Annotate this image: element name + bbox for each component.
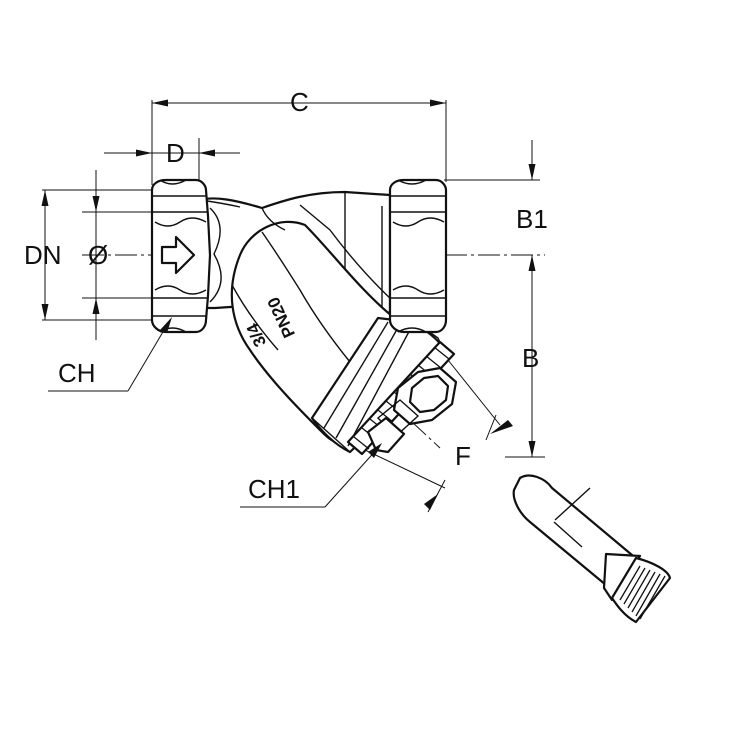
dimension-ch: CH [48,317,172,392]
outlet-hex-nut [388,178,448,334]
dimension-b1-b: B1 B [444,140,548,458]
drain-plug-hex [366,366,458,454]
flow-arrow-icon [160,235,196,275]
label-b: B [522,343,539,373]
strainer-body: PN20 3/4 [198,190,458,456]
filter-cartridge [512,474,672,624]
label-b1: B1 [516,204,548,234]
dimension-d: D [104,138,240,185]
inlet-hex-nut [150,178,212,334]
label-d: D [166,138,185,168]
dimension-c: C [151,87,447,182]
dimension-f: F [364,359,513,513]
cartridge-knurl [619,565,666,620]
label-c: C [290,87,309,117]
label-f: F [455,441,471,471]
label-dn: DN [24,240,62,270]
label-ch1: CH1 [248,474,300,504]
dimension-ch1: CH1 [240,443,382,508]
label-ch: CH [58,358,96,388]
